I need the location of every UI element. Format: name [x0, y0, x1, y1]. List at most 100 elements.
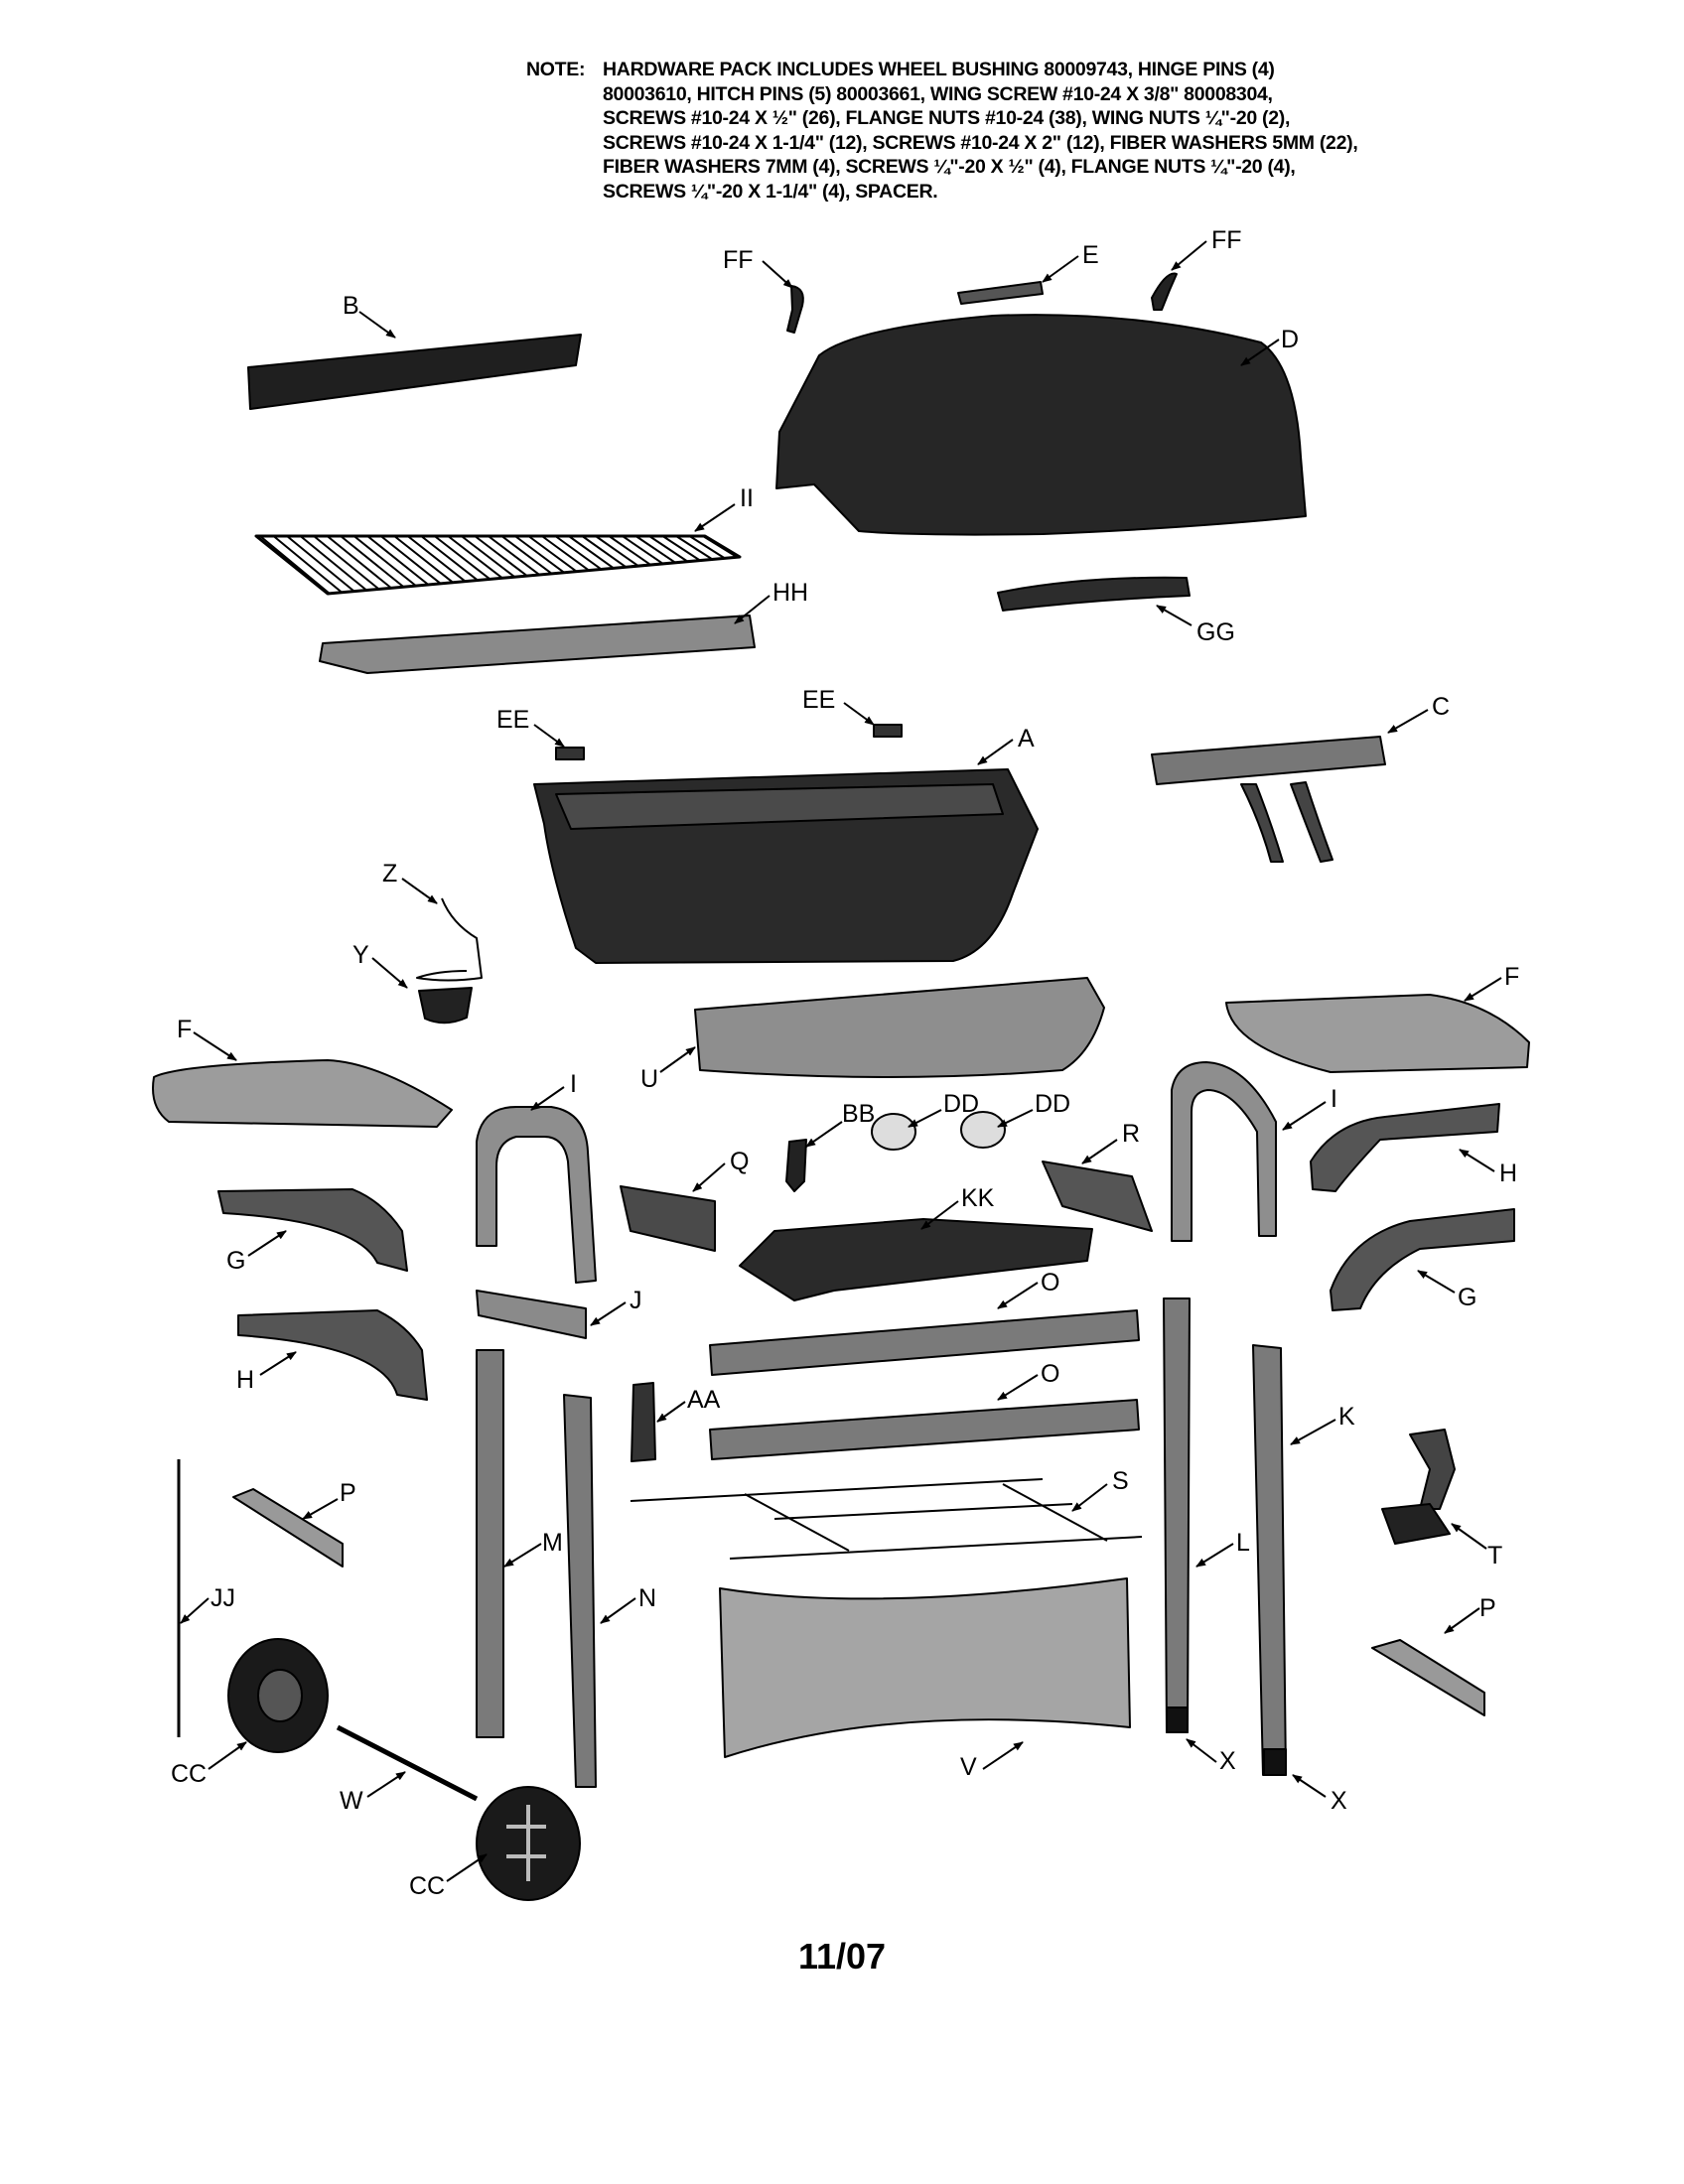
- part-rail-lower: [709, 1399, 1140, 1460]
- part-gusset-left-upper: [217, 1188, 408, 1272]
- part-lid: [775, 314, 1307, 536]
- grate-bar: [634, 535, 676, 564]
- label-F-left: F: [177, 1016, 192, 1043]
- part-frame-arch-right: [1171, 1061, 1277, 1242]
- part-rail-upper: [709, 1309, 1140, 1376]
- part-control-panel: [694, 977, 1105, 1078]
- grate-bar: [675, 535, 713, 561]
- grate-bar: [366, 535, 430, 586]
- label-K: K: [1338, 1403, 1355, 1431]
- part-labels: FF E FF B D II HH GG EE EE A C Z Y F F U…: [171, 226, 1519, 1900]
- label-L: L: [1236, 1529, 1250, 1557]
- part-leg-M: [476, 1349, 504, 1738]
- grate-bar: [500, 535, 553, 575]
- grate-bar: [352, 535, 417, 587]
- label-C: C: [1432, 693, 1450, 721]
- label-CC-left: CC: [171, 1760, 207, 1788]
- part-regulator-tube: [631, 1382, 656, 1462]
- label-T: T: [1487, 1542, 1502, 1570]
- part-frame-arch-left: [476, 1106, 597, 1284]
- note-line-5: FIBER WASHERS 7MM (4), SCREWS ¼"-20 X ½"…: [603, 156, 1296, 178]
- part-bottom-panel: [719, 1577, 1131, 1758]
- label-II: II: [740, 484, 754, 512]
- label-H-right: H: [1499, 1160, 1517, 1187]
- part-cross-bracket: [476, 1290, 587, 1339]
- grate-bar: [595, 535, 639, 567]
- grate-bar: [272, 535, 344, 594]
- part-hinge-right: [1151, 272, 1178, 311]
- part-side-shelf-left: [152, 1059, 453, 1128]
- label-E: E: [1082, 241, 1099, 269]
- grate-bar: [286, 535, 355, 593]
- label-AA: AA: [687, 1386, 721, 1414]
- grate-bar: [326, 535, 392, 590]
- grate-bar: [688, 535, 726, 559]
- part-valve-manifold-panel: [739, 1218, 1093, 1301]
- part-thermometer-bracket: [957, 281, 1044, 305]
- grate-bar: [568, 535, 615, 570]
- note-heading: NOTE:: [526, 59, 586, 80]
- grate-bar: [434, 535, 491, 581]
- part-leg-K: [1252, 1344, 1287, 1776]
- label-G-left: G: [226, 1247, 245, 1275]
- grate-bar: [313, 535, 380, 591]
- part-heat-plate: [319, 614, 756, 674]
- label-A: A: [1018, 725, 1035, 752]
- label-W: W: [340, 1787, 363, 1815]
- part-towel-bar-left: [232, 1488, 344, 1568]
- label-BB: BB: [842, 1100, 875, 1128]
- grate-bar: [581, 535, 627, 568]
- part-leg-N: [563, 1394, 597, 1788]
- label-Y: Y: [352, 941, 369, 969]
- part-leg-cap-K: [1263, 1748, 1287, 1776]
- label-N: N: [638, 1584, 656, 1612]
- revision-date: 11/07: [797, 1936, 887, 1977]
- part-gusset-right-upper: [1310, 1103, 1500, 1192]
- label-O-upper: O: [1041, 1269, 1059, 1297]
- grate-bar: [299, 535, 367, 592]
- grate-bar: [488, 535, 540, 576]
- part-gusset-right-lower: [1330, 1208, 1515, 1311]
- label-D: D: [1281, 326, 1299, 353]
- grate-bar: [622, 535, 664, 565]
- grate-bar: [461, 535, 515, 578]
- part-leg-L: [1163, 1297, 1191, 1733]
- label-P-right: P: [1479, 1594, 1496, 1622]
- label-FF-left: FF: [723, 246, 754, 274]
- grate-bar: [514, 535, 565, 574]
- part-side-shelf-right: [1225, 994, 1530, 1073]
- label-EE-right: EE: [802, 686, 835, 714]
- part-burner: [1151, 736, 1386, 863]
- grate-bar: [527, 535, 578, 573]
- part-cooking-grate: [254, 534, 742, 596]
- grate-bar: [702, 535, 738, 558]
- part-clip-left: [555, 747, 585, 760]
- part-warming-shelf: [247, 334, 582, 410]
- part-leg-cap-L: [1166, 1706, 1189, 1733]
- hardware-note: NOTE:HARDWARE PACK INCLUDES WHEEL BUSHIN…: [526, 58, 1519, 204]
- label-B: B: [343, 292, 359, 320]
- grate-bar: [380, 535, 442, 585]
- grate-bar: [648, 535, 688, 563]
- note-line-2: 80003610, HITCH PINS (5) 80003661, WING …: [603, 82, 1273, 105]
- grate-bar: [661, 535, 701, 562]
- label-G-right: G: [1458, 1284, 1476, 1311]
- label-Z: Z: [382, 860, 397, 887]
- label-S: S: [1112, 1467, 1129, 1495]
- grate-bar: [447, 535, 503, 580]
- grate-bar: [420, 535, 479, 582]
- label-HH: HH: [772, 579, 808, 607]
- label-O-lower: O: [1041, 1360, 1059, 1388]
- grate-bar: [474, 535, 528, 577]
- label-DD-1: DD: [943, 1090, 979, 1118]
- part-grease-cup: [418, 987, 473, 1024]
- label-DD-2: DD: [1035, 1090, 1070, 1118]
- note-line-1: NOTE:HARDWARE PACK INCLUDES WHEEL BUSHIN…: [526, 59, 1275, 80]
- label-I-left: I: [570, 1070, 577, 1098]
- grate-bar: [393, 535, 454, 584]
- note-line-6: SCREWS ¼"-20 X 1-1/4" (4), SPACER.: [603, 180, 938, 203]
- part-gas-regulator: [1381, 1429, 1456, 1545]
- grate-bar: [340, 535, 405, 589]
- part-gusset-left-lower: [237, 1309, 428, 1401]
